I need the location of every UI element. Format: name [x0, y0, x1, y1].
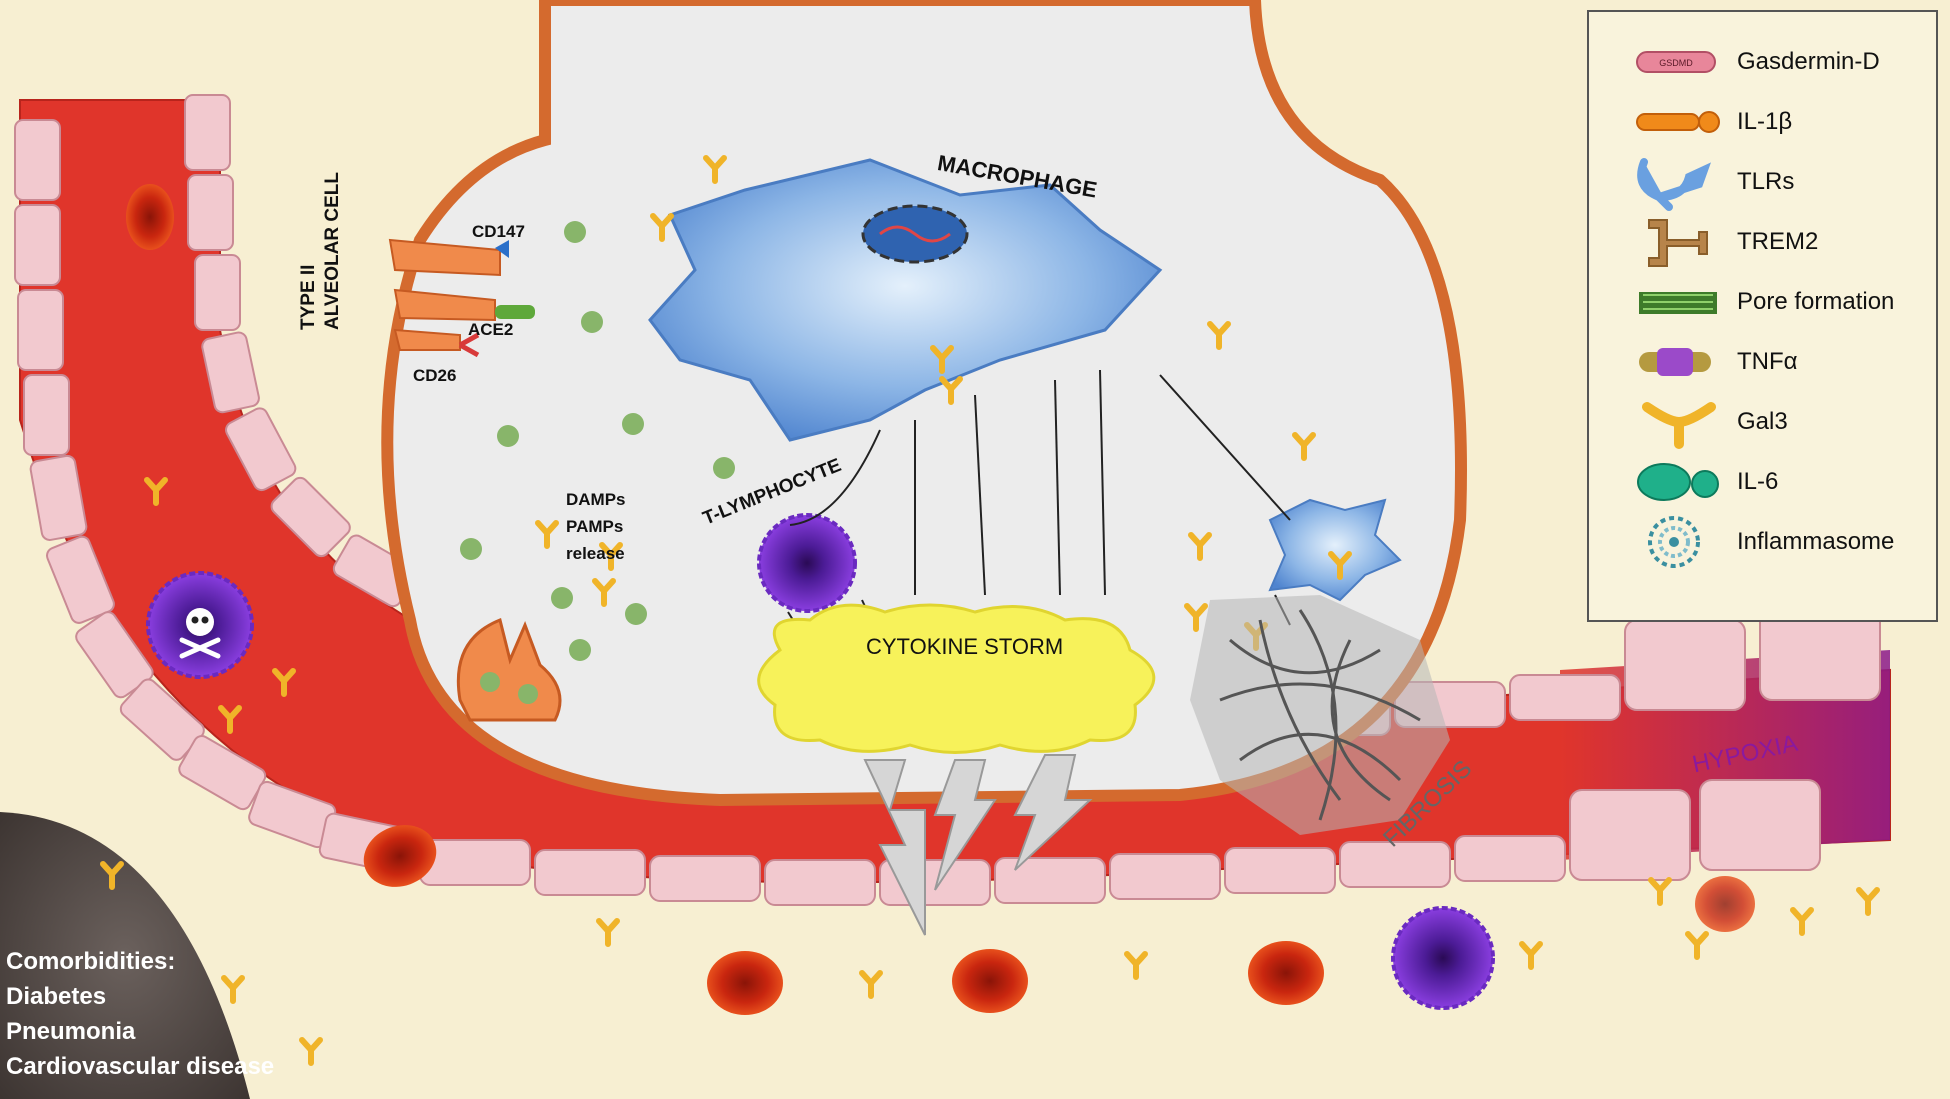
- comorbidities-list: Comorbidities: Diabetes Pneumonia Cardio…: [6, 944, 274, 1084]
- pore-formation-icon: [1639, 292, 1717, 314]
- legend-item: Inflammasome: [1589, 512, 1936, 572]
- legend-item: Gal3: [1589, 392, 1936, 452]
- lightning-bolts: [863, 754, 1093, 936]
- signaling-arrows: [787, 369, 1291, 629]
- tnfa-icon: [1639, 348, 1711, 376]
- release-label: release: [566, 544, 625, 563]
- gasdermin-d-icon: GSDMD: [1636, 51, 1716, 73]
- fibrosis-fibers: [1219, 609, 1421, 821]
- comorbidity-item: Cardiovascular disease: [6, 1053, 275, 1080]
- cd147-label: CD147: [472, 222, 525, 241]
- legend-label: Gasdermin-D: [1737, 48, 1880, 75]
- t-lymphocyte-cell: [757, 513, 857, 613]
- fibrosis-region: [1190, 595, 1450, 835]
- type2-label-line2: ALVEOLAR CELL: [322, 172, 343, 330]
- legend-label: Inflammasome: [1737, 528, 1895, 555]
- damps-label: DAMPs: [566, 490, 626, 509]
- legend-label: IL-6: [1737, 468, 1779, 495]
- virus-particles: [460, 221, 735, 704]
- il-6-icon: [1637, 463, 1719, 501]
- legend-item: IL-1β: [1589, 92, 1936, 152]
- legend-label: Pore formation: [1737, 288, 1895, 315]
- legend-item: TLRs: [1589, 152, 1936, 212]
- trem2-icon: [1648, 219, 1708, 267]
- comorbidity-item: Pneumonia: [6, 1018, 136, 1045]
- legend-item: GSDMD Gasdermin-D: [1589, 32, 1936, 92]
- legend-item: TNFα: [1589, 332, 1936, 392]
- inflammasome-icon: [1648, 516, 1700, 568]
- skull-icon: [179, 608, 221, 659]
- legend-label: TNFα: [1737, 348, 1798, 375]
- red-blood-cells: [126, 184, 1755, 1015]
- il-1b-icon: [1636, 111, 1720, 133]
- legend-label: IL-1β: [1737, 108, 1793, 135]
- legend-label: TLRs: [1737, 168, 1795, 195]
- pamps-label: PAMPs: [566, 517, 624, 536]
- legend-item: IL-6: [1589, 452, 1936, 512]
- cytokine-storm-cloud: [757, 603, 1156, 754]
- legend: GSDMD Gasdermin-D IL-1β TLRs TREM2 Pore …: [1587, 10, 1938, 622]
- ace2-label: ACE2: [468, 320, 514, 339]
- type-ii-alveolar-cell: [388, 238, 535, 358]
- endothelial-cells-bottom: [419, 609, 1881, 906]
- endothelial-cells: [14, 94, 490, 873]
- tlrs-icon: [1637, 158, 1711, 211]
- gal3-icon: [1642, 402, 1716, 449]
- cytokine-storm-label: CYTOKINE STORM: [866, 634, 1064, 659]
- comorbidities-title: Comorbidities:: [6, 948, 176, 975]
- legend-item: Pore formation: [1589, 272, 1936, 332]
- legend-label: Gal3: [1737, 408, 1788, 435]
- macrophage-cell: [648, 158, 1163, 442]
- cd26-label: CD26: [413, 366, 457, 385]
- comorbidities-region: [0, 812, 250, 1099]
- small-macrophage-cell: [1268, 498, 1402, 602]
- gasdermin-d-icon-text: GSDMD: [1659, 58, 1693, 68]
- vessel-lymphocyte: [1391, 906, 1495, 1010]
- type2-label-line1: TYPE II: [298, 264, 319, 330]
- legend-label: TREM2: [1737, 228, 1819, 255]
- legend-item: TREM2: [1589, 212, 1936, 272]
- comorbidity-item: Diabetes: [6, 983, 107, 1010]
